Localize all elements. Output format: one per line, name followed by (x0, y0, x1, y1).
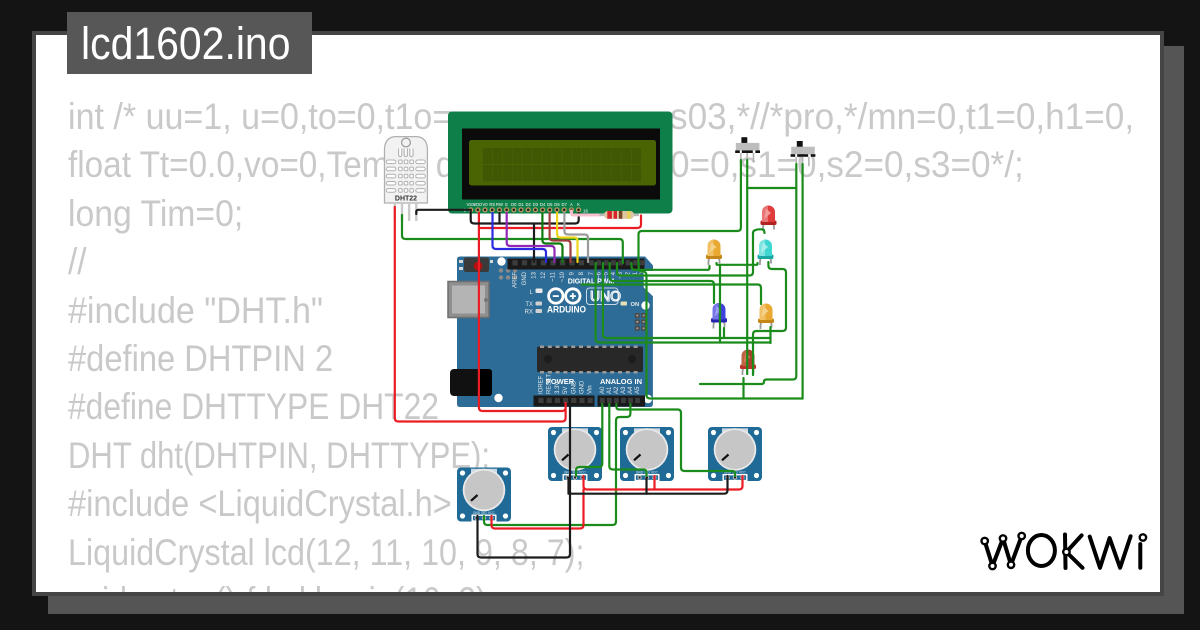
svg-text:TX: TX (525, 302, 533, 308)
svg-text:RW: RW (496, 202, 503, 207)
svg-text:V0: V0 (483, 202, 489, 207)
svg-text:RS: RS (489, 202, 495, 207)
svg-text:9: 9 (570, 271, 576, 275)
svg-text:VSS: VSS (467, 202, 476, 207)
svg-text:D5: D5 (547, 202, 553, 207)
svg-text:4: 4 (611, 271, 617, 275)
svg-text:A2: A2 (614, 386, 620, 394)
svg-text:VCC: VCC (739, 470, 746, 474)
svg-text:A: A (570, 202, 573, 207)
svg-text:GND: GND (724, 470, 732, 474)
svg-text:~5: ~5 (604, 271, 610, 279)
svg-text:GND: GND (571, 380, 577, 394)
svg-text:7: 7 (589, 271, 595, 275)
svg-text:DIGITAL PWM ~: DIGITAL PWM ~ (568, 279, 620, 286)
svg-text:VCC: VCC (651, 470, 658, 474)
svg-text:POWER: POWER (546, 377, 575, 386)
svg-text:SIG: SIG (481, 511, 487, 515)
svg-text:A1: A1 (607, 386, 613, 394)
svg-text:VCC: VCC (488, 511, 495, 515)
svg-text:D1: D1 (518, 202, 524, 207)
svg-text:IOREF: IOREF (539, 375, 545, 394)
svg-text:AREF: AREF (513, 272, 519, 288)
svg-text:1: 1 (633, 271, 639, 275)
svg-text:RX: RX (525, 310, 533, 316)
svg-text:A5: A5 (635, 386, 641, 394)
svg-text:A0: A0 (600, 386, 606, 394)
svg-text:~10: ~10 (560, 271, 566, 282)
svg-text:VDD: VDD (473, 202, 482, 207)
svg-text:GND: GND (522, 271, 528, 285)
svg-text:UNO: UNO (590, 289, 621, 305)
svg-text:13: 13 (532, 271, 538, 278)
svg-text:GND: GND (636, 470, 644, 474)
svg-text:L: L (530, 290, 534, 296)
svg-text:Vin: Vin (588, 385, 594, 394)
svg-text:DHT22: DHT22 (395, 196, 417, 203)
svg-text:16: 16 (583, 209, 589, 214)
svg-text:0: 0 (640, 271, 646, 275)
svg-text:E: E (505, 202, 508, 207)
svg-text:A4: A4 (628, 386, 634, 394)
svg-text:D7: D7 (561, 202, 567, 207)
svg-text:2: 2 (626, 271, 632, 275)
svg-text:GND: GND (580, 380, 586, 394)
svg-text:~11: ~11 (551, 271, 557, 281)
svg-text:D6: D6 (554, 202, 560, 207)
svg-text:D4: D4 (540, 202, 546, 207)
svg-text:GND: GND (473, 511, 481, 515)
svg-text:5V: 5V (563, 387, 569, 394)
svg-text:ON: ON (631, 302, 640, 308)
svg-text:ARDUINO: ARDUINO (547, 305, 586, 315)
svg-text:A3: A3 (621, 386, 627, 394)
svg-text:~6: ~6 (596, 271, 602, 279)
svg-text:8: 8 (579, 271, 585, 275)
svg-text:D2: D2 (526, 202, 532, 207)
svg-text:K: K (577, 202, 580, 207)
svg-text:GND: GND (564, 470, 572, 474)
svg-text:RESET: RESET (547, 374, 553, 394)
svg-text:D0: D0 (511, 202, 517, 207)
svg-text:D3: D3 (533, 202, 539, 207)
svg-text:VCC: VCC (579, 470, 586, 474)
svg-text:3.3V: 3.3V (555, 382, 561, 394)
svg-text:12: 12 (541, 271, 547, 278)
svg-text:ANALOG IN: ANALOG IN (600, 377, 642, 386)
